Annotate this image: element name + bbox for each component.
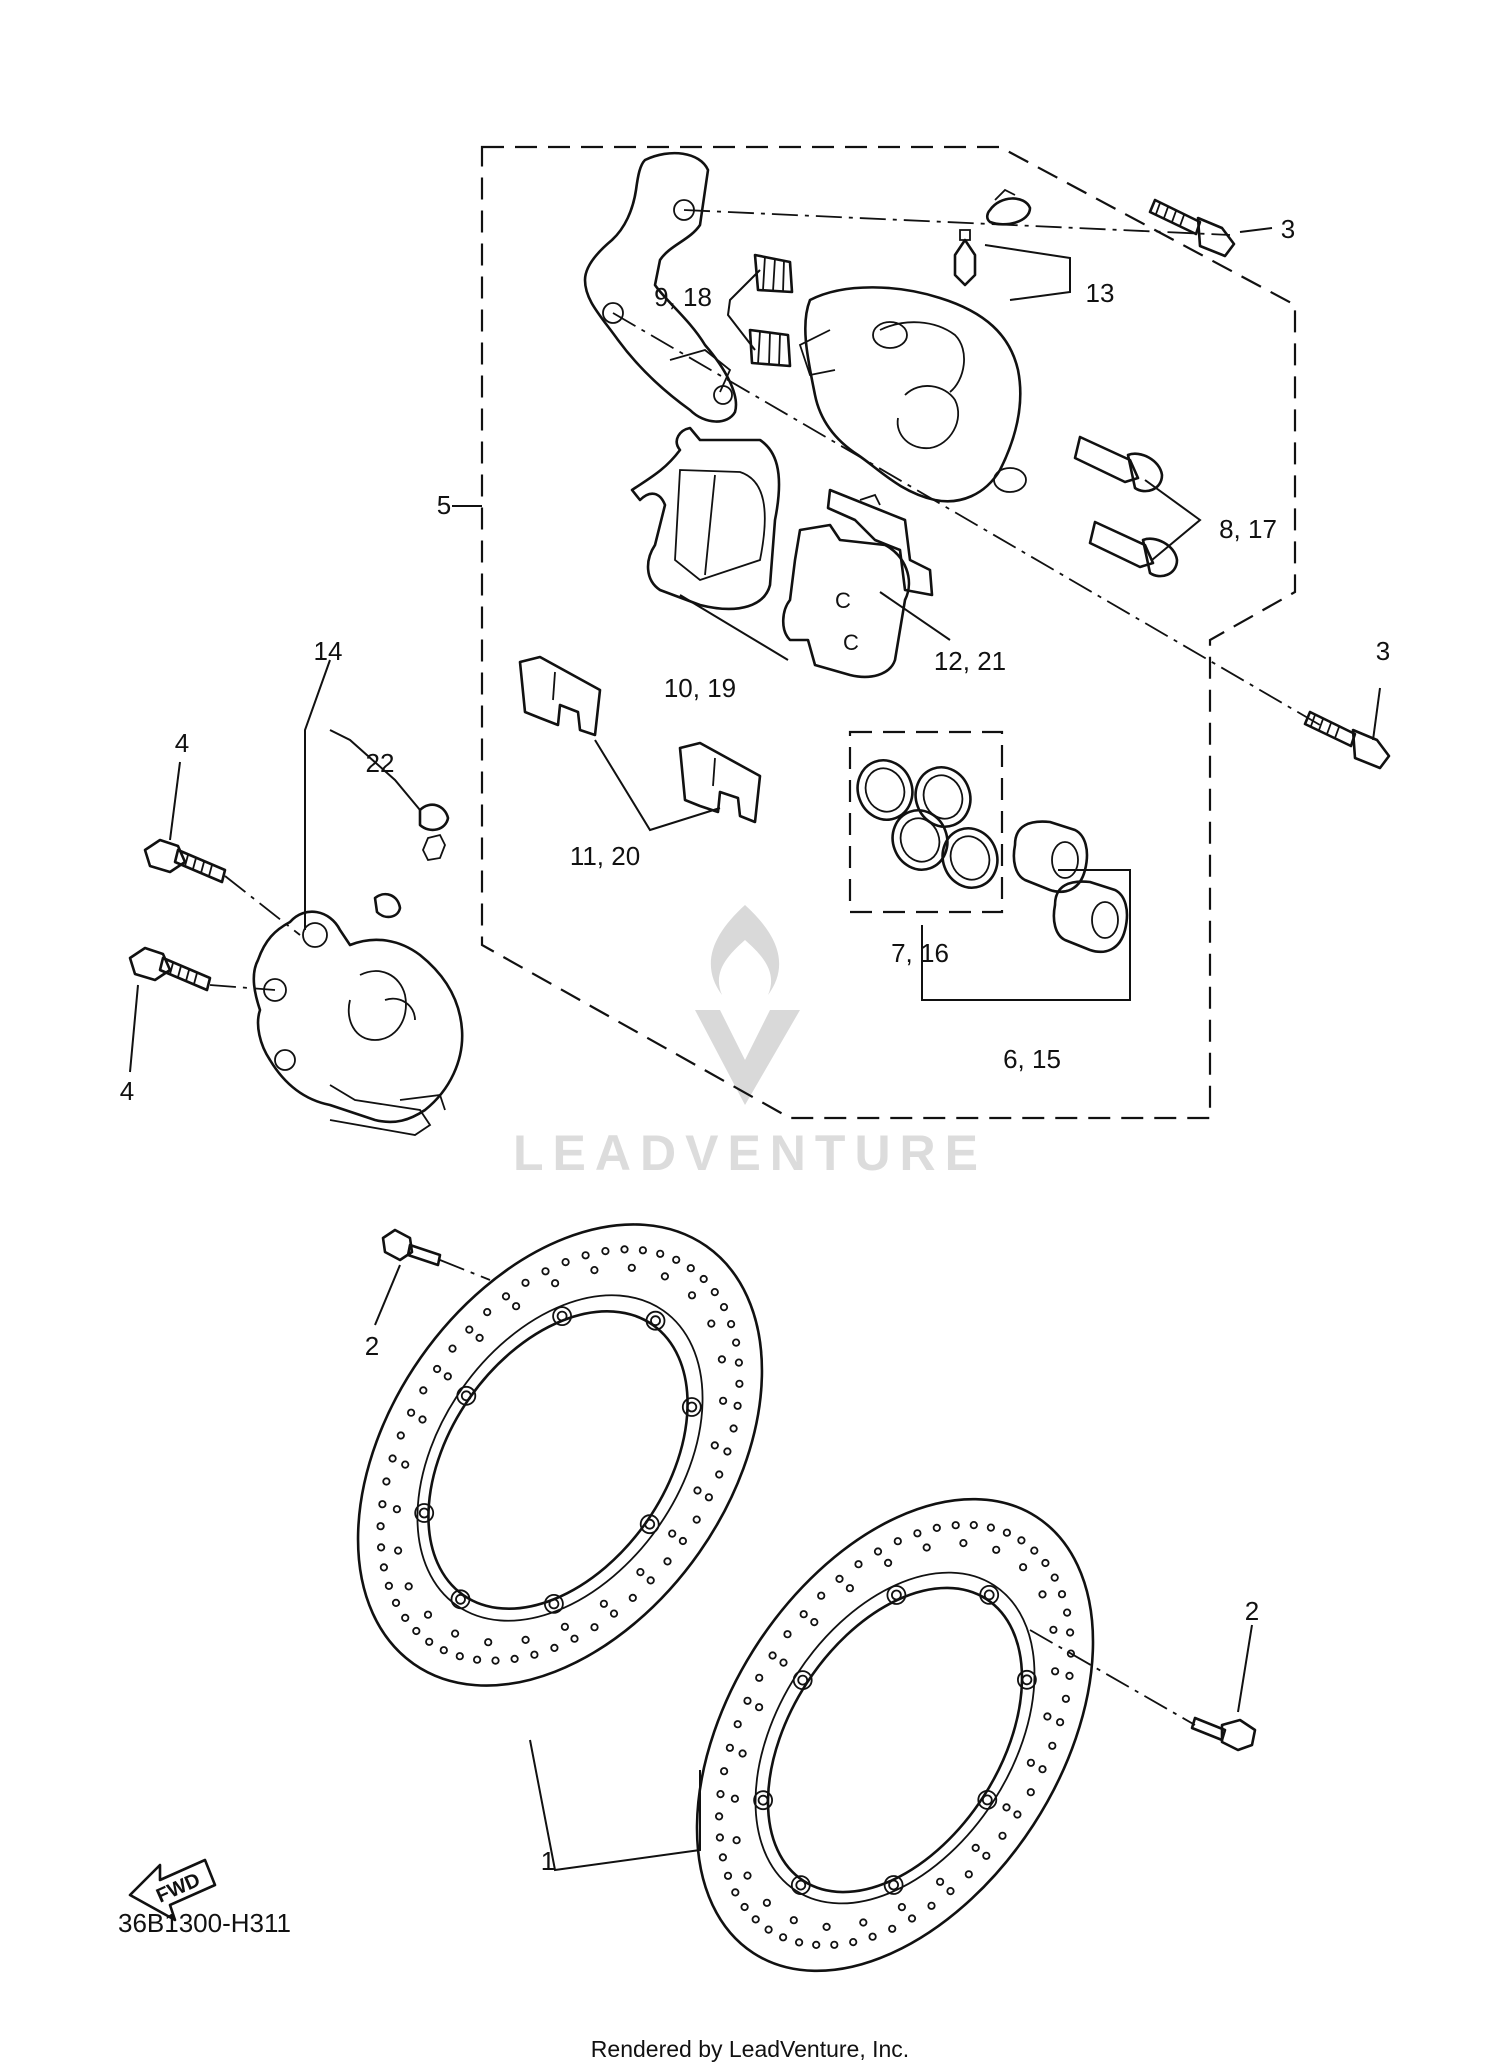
bleed-screw xyxy=(953,188,1032,287)
callout-2a: 2 xyxy=(365,1331,379,1361)
watermark-flame-icon xyxy=(710,905,780,995)
bleed-screw-22 xyxy=(373,803,450,919)
pad-shims xyxy=(518,655,762,824)
callout-3b: 3 xyxy=(1376,636,1390,666)
disc-vent-holes xyxy=(757,1589,1033,1891)
svg-text:C: C xyxy=(843,630,859,655)
callout-1: 1 xyxy=(541,1846,555,1876)
callout-labels: 1 2 2 3 3 4 4 5 6, 15 7, 16 8, 17 9, 18 … xyxy=(120,214,1390,1876)
bolts-4 xyxy=(128,838,227,992)
pad-spring xyxy=(826,488,934,597)
piston-seals xyxy=(856,759,999,889)
pistons xyxy=(1012,820,1129,954)
disc-vent-holes xyxy=(392,1263,728,1647)
brake-disc-left xyxy=(356,1223,764,1687)
piston-seal-kit-boundary xyxy=(848,730,1004,914)
callout-7-16: 7, 16 xyxy=(891,938,949,968)
caliper-body xyxy=(798,286,1027,503)
callout-2b: 2 xyxy=(1245,1596,1259,1626)
brake-pads: C C xyxy=(630,426,911,679)
callout-3a: 3 xyxy=(1281,214,1295,244)
diagram-code: 36B1300-H311 xyxy=(118,1908,291,1938)
watermark: LEADVENTURE xyxy=(513,905,987,1181)
callout-9-18: 9, 18 xyxy=(654,282,712,312)
render-credit: Rendered by LeadVenture, Inc. xyxy=(590,2036,910,2062)
svg-text:C: C xyxy=(835,588,851,613)
callout-10-19: 10, 19 xyxy=(664,673,736,703)
callout-14: 14 xyxy=(314,636,343,666)
callout-22: 22 xyxy=(366,748,395,778)
disc-vent-holes xyxy=(418,1310,698,1610)
watermark-v-icon xyxy=(695,1010,800,1105)
callout-4a: 4 xyxy=(175,728,189,758)
mounting-bolts-8-17 xyxy=(1073,435,1179,578)
disc-vent-holes xyxy=(376,1245,744,1665)
disc-vent-holes xyxy=(714,1521,1076,1950)
callout-8-17: 8, 17 xyxy=(1219,514,1277,544)
watermark-text: LEADVENTURE xyxy=(513,1125,987,1181)
callout-13: 13 xyxy=(1086,278,1115,308)
callout-6-15: 6, 15 xyxy=(1003,1044,1061,1074)
disc-vent-holes xyxy=(753,1585,1037,1895)
callout-5: 5 xyxy=(437,490,451,520)
centerlines xyxy=(209,209,1321,1726)
disc-vent-holes xyxy=(730,1539,1060,1932)
caliper-assembly-boundary xyxy=(480,145,1297,1120)
callout-4b: 4 xyxy=(120,1076,134,1106)
callout-11-20: 11, 20 xyxy=(570,841,640,871)
disc-vent-holes xyxy=(414,1306,702,1614)
caliper-assembly-14 xyxy=(252,910,464,1136)
callout-12-21: 12, 21 xyxy=(934,646,1006,676)
pin-boots xyxy=(748,253,794,368)
leader-lines xyxy=(129,227,1381,1872)
bolts-3 xyxy=(1148,198,1391,770)
